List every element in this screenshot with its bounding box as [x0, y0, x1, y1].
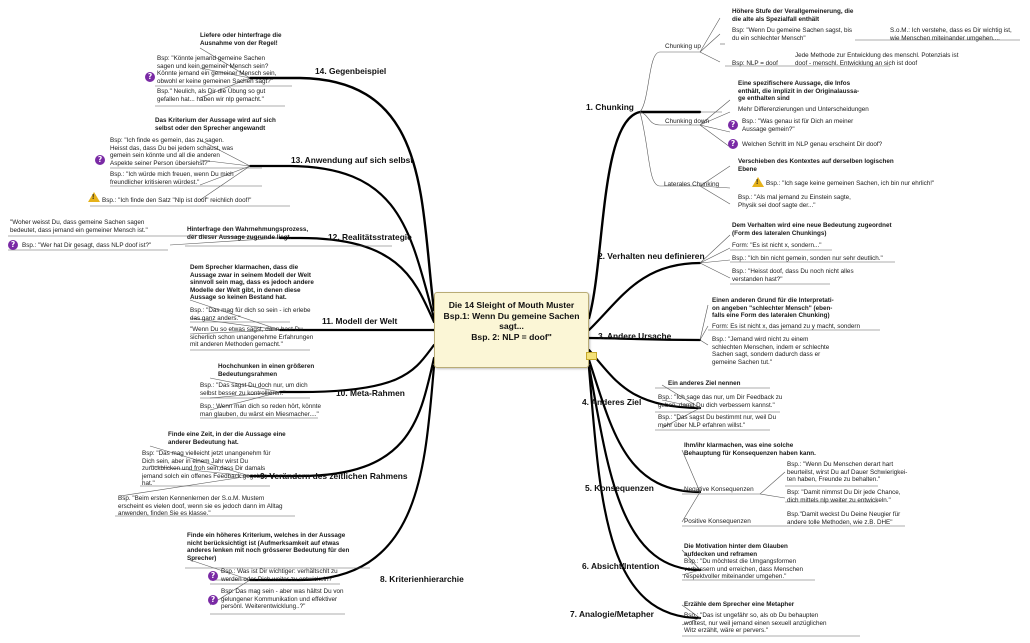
lateral-chunking-heading: Verschieben des Kontextes auf derselben …	[738, 158, 894, 173]
modell-heading: Dem Sprecher klarmachen, dass die Aussag…	[190, 264, 314, 302]
zeitlich-note-1: Bsp: "Das mag vielleicht jetzt unangeneh…	[142, 450, 271, 488]
negative-note-1: Bsp.: "Wenn Du Menschen derart hart beur…	[787, 461, 908, 484]
branch-anwendung-auf-sich-selbst[interactable]: 13. Anwendung auf sich selbst	[291, 155, 414, 165]
verhalten-note-3: Bsp.: "Heisst doof, dass Du noch nicht a…	[732, 268, 854, 283]
positive-note-1: Bsp."Damit weckst Du Deine Neugier für a…	[787, 511, 901, 526]
chunking-up-example: Bsp: "Wenn Du gemeine Sachen sagst, bis …	[732, 27, 853, 42]
warning-icon: !	[88, 192, 100, 202]
gegenbeispiel-heading: Liefere oder hinterfrage die Ausnahme vo…	[200, 32, 282, 47]
chunking-up[interactable]: Chunking up	[665, 43, 701, 50]
meta-note-2: Bsp.: Wenn man dich so reden hört, könnt…	[200, 403, 321, 418]
branch-chunking[interactable]: 1. Chunking	[586, 102, 634, 112]
branch-andere-ursache[interactable]: 3. Andere Ursache	[598, 331, 672, 341]
modell-note-2: "Wenn Du so etwas sagst, dann hast Du si…	[190, 326, 314, 349]
realitaet-note-2: Bsp.: "Wer hat Dir gesagt, dass NLP doof…	[22, 242, 152, 249]
chunking-down[interactable]: Chunking down	[665, 118, 710, 125]
chunking-down-note-1: Mehr Differenzierungen und Unterscheidun…	[738, 106, 869, 113]
branch-gegenbeispiel[interactable]: 14. Gegenbeispiel	[315, 66, 387, 76]
branch-meta-rahmen[interactable]: 10. Meta-Rahmen	[336, 388, 405, 398]
branch-absicht-intention[interactable]: 6. Absicht/Intention	[582, 561, 660, 571]
ursache-note-1: Form: Es ist nicht x, das jemand zu y ma…	[712, 323, 861, 330]
question-icon: ?	[728, 120, 738, 130]
ziel-note-2: Bsp.: "Das sagst Du bestimmt nur, weil D…	[658, 414, 777, 429]
warning-icon: !	[752, 177, 764, 187]
branch-modell-der-welt[interactable]: 11. Modell der Welt	[322, 316, 398, 326]
branch-verhalten-neu-definieren[interactable]: 2. Verhalten neu definieren	[598, 251, 705, 261]
chunking-up-nlp: Bsp: NLP = doof	[732, 60, 778, 67]
negative-note-2: Bsp: "Damit nimmst Du Dir jede Chance, d…	[787, 489, 901, 504]
anwendung-note-2: Bsp.: "Ich würde mich freuen, wenn Du mi…	[110, 171, 234, 186]
verhalten-note-1: Form: "Es ist nicht x, sondern..."	[732, 242, 822, 249]
zeitlich-note-2: Bsp. "Beim ersten Kennenlernen der S.o.M…	[118, 495, 283, 518]
analogie-heading: Erzähle dem Sprecher eine Metapher	[684, 601, 795, 608]
absicht-note-1: Bsp.: "Du möchtest die Umgangsformen ver…	[684, 558, 804, 581]
branch-kriterienhierarchie[interactable]: 8. Kriterienhierarchie	[380, 574, 464, 584]
branch-konsequenzen[interactable]: 5. Konsequenzen	[585, 483, 654, 493]
chunking-up-nlp-note: Jede Methode zur Entwicklung des menschl…	[795, 52, 959, 67]
question-icon: ?	[95, 155, 105, 165]
branch-veraendern-des-zeitlichen-rahmens[interactable]: 9. Verändern des zeitlichen Rahmens	[260, 471, 408, 481]
konsequenzen-heading: Ihm/ihr klarmachen, was eine solche Beha…	[684, 442, 816, 457]
lateral-chunking-note-2: Bsp.: "Als mal jemand zu Einstein sagte,…	[738, 194, 851, 209]
central-example-2: Bsp. 2: NLP = doof"	[471, 331, 552, 342]
kriterien-note-2: Bsp: Das mag sein - aber was hältst Du v…	[221, 588, 344, 611]
ursache-note-2: Bsp.: "Jemand wird nicht zu einem schlec…	[712, 336, 830, 366]
negative-konsequenzen[interactable]: Negative Konsequenzen	[684, 486, 754, 493]
verhalten-heading: Dem Verhalten wird eine neue Bedeutung z…	[732, 222, 892, 237]
question-icon: ?	[8, 240, 18, 250]
question-icon: ?	[728, 139, 738, 149]
positive-konsequenzen[interactable]: Positive Konsequenzen	[684, 518, 751, 525]
chunking-up-som-note: S.o.M.: Ich verstehe, dass es Dir wichti…	[890, 27, 1012, 42]
ziel-note-1: Bsp.: "Ich sage das nur, um Dir Feedback…	[658, 394, 783, 409]
question-icon: ?	[145, 72, 155, 82]
branch-analogie-metapher[interactable]: 7. Analogie/Metapher	[570, 609, 654, 619]
central-topic[interactable]: Die 14 Sleight of Mouth Muster Bsp.1: We…	[434, 292, 589, 368]
gegenbeispiel-note-1: Bsp: "Könnte jemand gemeine Sachen sagen…	[157, 55, 277, 85]
zeitlich-heading: Finde eine Zeit, in der die Aussage eine…	[168, 431, 286, 446]
branch-anderes-ziel[interactable]: 4. Anderes Ziel	[582, 397, 642, 407]
chunking-down-note-3: Welchen Schritt im NLP genau erscheint D…	[742, 141, 883, 148]
lateral-chunking-note-1: Bsp.: "Ich sage keine gemeinen Sachen, i…	[766, 180, 935, 187]
anwendung-heading: Das Kriterium der Aussage wird auf sich …	[155, 117, 276, 132]
kriterien-heading: Finde ein höheres Kriterium, welches in …	[187, 532, 350, 562]
meta-heading: Hochchunken in einen größeren Bedeutungs…	[218, 363, 315, 378]
meta-note-1: Bsp.: "Das sagst Du doch nur, um dich se…	[200, 382, 308, 397]
chunking-down-note-2: Bsp.: "Was genau ist für Dich an meiner …	[742, 118, 854, 133]
ziel-heading: Ein anderes Ziel nennen	[668, 380, 741, 387]
question-icon: ?	[208, 571, 218, 581]
note-icon	[586, 352, 597, 360]
ursache-heading: Einen anderen Grund für die Interpretati…	[712, 297, 834, 320]
modell-note-1: Bsp.: "Das mag für dich so sein - ich er…	[190, 307, 311, 322]
central-title: Die 14 Sleight of Mouth Muster	[448, 300, 575, 310]
chunking-down-heading: Eine spezifischere Aussage, die Infos en…	[738, 80, 860, 103]
kriterien-note-1: Bsp.: Was ist Dir wichtiger: verhältschl…	[221, 568, 338, 583]
analogie-note-1: Bsp.: "Das ist ungefähr so, als ob Du be…	[684, 612, 827, 635]
gegenbeispiel-note-2: Bsp." Neulich, als Dir die Übung so gut …	[157, 88, 266, 103]
chunking-up-heading: Höhere Stufe der Verallgemeinerung, die …	[732, 8, 854, 23]
anwendung-note-1: Bsp: "Ich finde es gemein, das zu sagen.…	[110, 137, 234, 167]
anwendung-note-3: Bsp.: "Ich finde den Satz "Nlp ist doof"…	[102, 197, 252, 204]
lateral-chunking[interactable]: Laterales Chunking	[664, 181, 720, 188]
branch-realitaetsstrategie[interactable]: 12. Realitätsstrategie	[328, 232, 412, 242]
absicht-heading: Die Motivation hinter dem Glauben aufdec…	[684, 543, 788, 558]
question-icon: ?	[208, 595, 218, 605]
realitaet-note-1: "Woher weisst Du, dass gemeine Sachen sa…	[10, 219, 148, 234]
realitaet-heading: Hinterfrage den Wahrnehmungsprozess, der…	[187, 226, 309, 241]
central-example-1: Bsp.1: Wenn Du gemeine Sachen sagt...	[443, 310, 580, 332]
verhalten-note-2: Bsp.: "Ich bin nicht gemein, sonden nur …	[732, 255, 883, 262]
